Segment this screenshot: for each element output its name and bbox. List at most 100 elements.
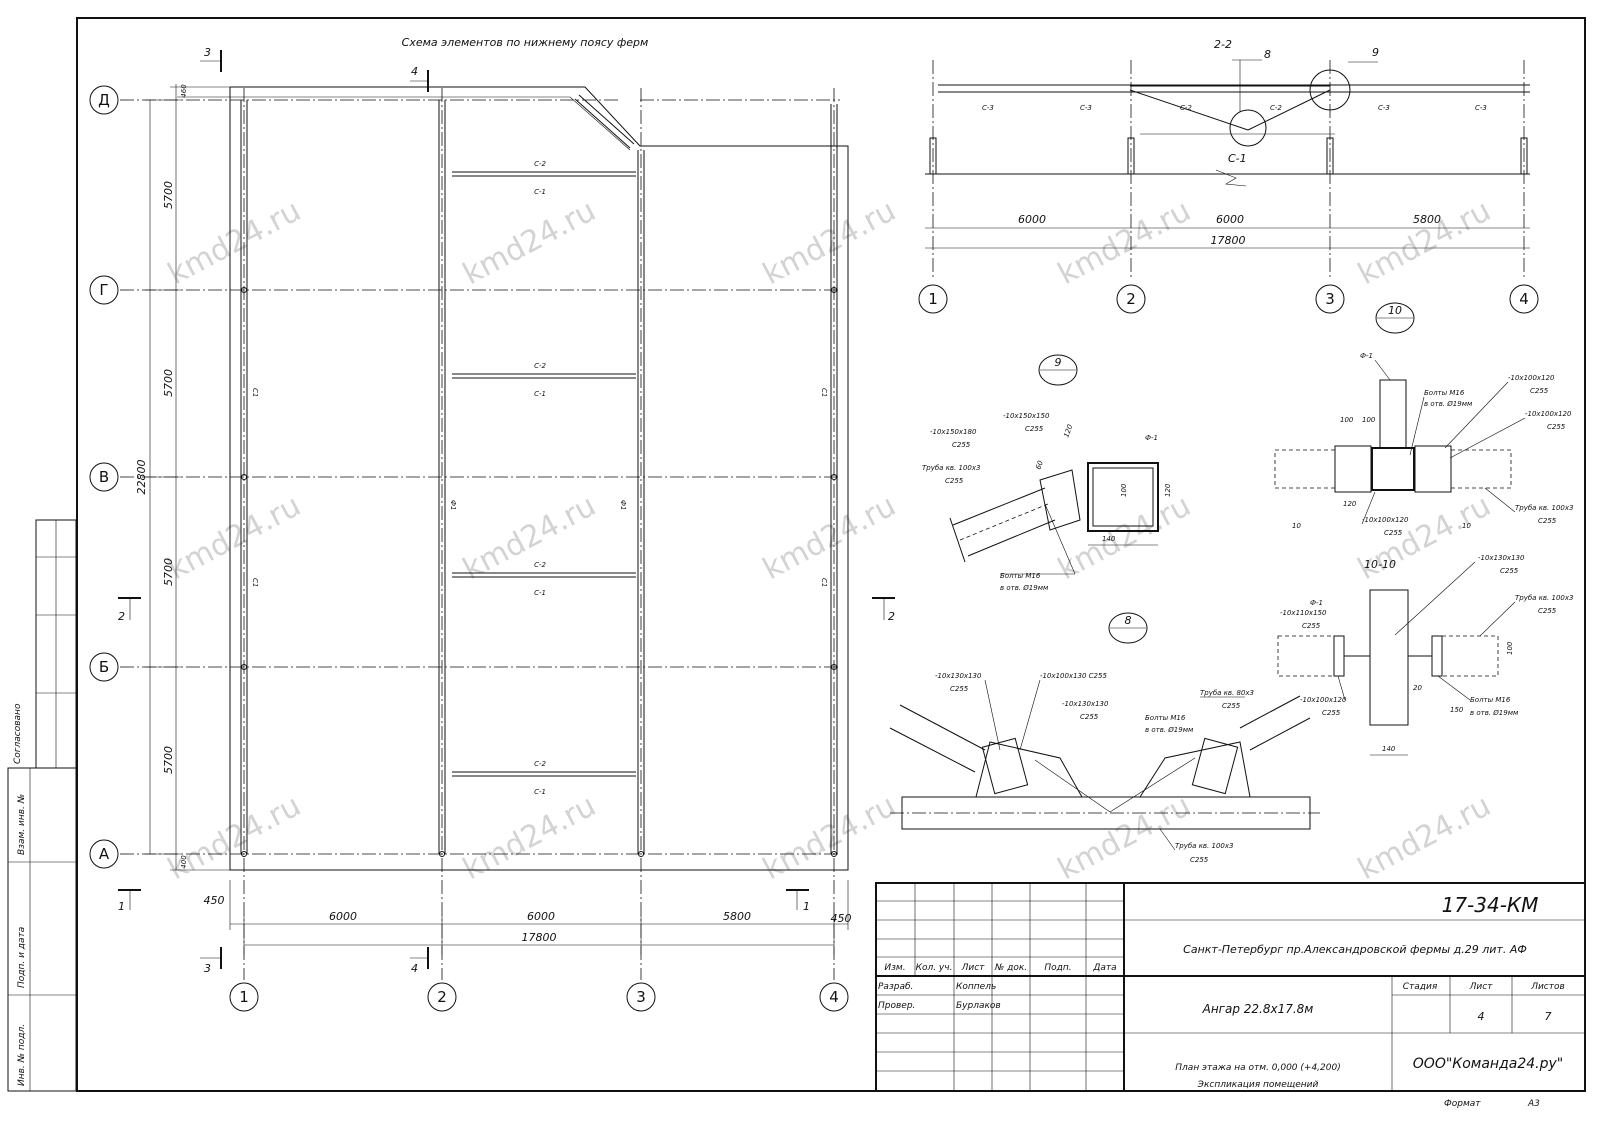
callout-9: 9 (1372, 46, 1379, 59)
node-8-callout: -10х130х130 (1062, 700, 1109, 708)
axis-label-g: Г (99, 281, 108, 299)
axis-bubble-2 (427, 982, 457, 1012)
section-mark-2: 2 (888, 610, 895, 623)
watermark: kmd24.ru (1352, 193, 1496, 292)
section-22-title: 2-2 (1214, 38, 1232, 51)
dim-total-x: 17800 (1211, 234, 1246, 247)
node-10-callout: -10х100х120 (1525, 410, 1572, 418)
dim-x: 5800 (723, 910, 751, 923)
tb-header-kol: Кол. уч. (916, 963, 953, 973)
watermark: kmd24.ru (162, 488, 306, 587)
node-10-dim: 100 (1340, 416, 1354, 424)
node-10-callout: С255 (1547, 423, 1566, 431)
node-10-callout: Труба кв. 100х3 (1515, 504, 1573, 512)
dim-edge-bottom: 400 (180, 855, 188, 869)
mark-c3: С-3 (982, 104, 994, 112)
node-10-callout: Ф-1 (1310, 599, 1323, 607)
node-8-callout: в отв. Ø19мм (1145, 726, 1194, 734)
node-10-dim: 10 (1462, 522, 1471, 530)
section-mark-3: 3 (204, 46, 211, 59)
node-10-callout: -10х100х120 (1300, 696, 1347, 704)
node-10-callout: С255 (1500, 567, 1519, 575)
mark-s1: С1 (820, 578, 828, 587)
watermark: kmd24.ru (757, 193, 901, 292)
mark-f1: Ф1 (449, 500, 457, 510)
node-8-callout: Труба кв. 80х3 (1200, 689, 1254, 697)
node-10-dim: 120 (1343, 500, 1357, 508)
plan-view: Схема элементов по нижнему поясу ферм С-… (89, 36, 895, 1012)
tb-header-izm: Изм. (884, 963, 905, 973)
tb-header-data: Дата (1092, 963, 1116, 973)
node-9-callout: С255 (945, 477, 964, 485)
tb-sheets-label: Листов (1530, 982, 1565, 992)
mark-c2: С-2 (1270, 104, 1282, 112)
axis-label-v: В (99, 468, 109, 486)
node-8-callout: -10х100х130 С255 (1040, 672, 1107, 680)
node-10-detail: 10 Ф-1 Болты М16 в отв. Ø19мм -10х100х12… (1274, 302, 1573, 756)
node-8-callout: С255 (1190, 856, 1209, 864)
tb-format: А3 (1527, 1099, 1540, 1109)
sign-date-label: Подп. и дата (17, 927, 27, 988)
axis-bubble-4 (819, 982, 849, 1012)
dim-edge-left: 450 (204, 894, 225, 907)
watermark: kmd24.ru (757, 488, 901, 587)
dim-total-y: 22800 (135, 460, 148, 495)
node-10-callout: С255 (1538, 607, 1557, 615)
node-9-callout: -10х150х180 (930, 428, 977, 436)
tb-sheet-name-2: Экспликация помещений (1197, 1080, 1319, 1090)
node-9-callout: Труба кв. 100х3 (922, 464, 980, 472)
section-mark-1: 1 (118, 900, 125, 913)
node-10-dim: 10 (1292, 522, 1301, 530)
horizontal-dimensions: 6000 6000 5800 17800 450 450 (204, 880, 852, 955)
title-block: Изм. Кол. уч. Лист № док. Подп. Дата Раз… (875, 882, 1586, 1109)
node-10-callout: в отв. Ø19мм (1470, 709, 1519, 717)
tb-header-podp: Подп. (1044, 963, 1071, 973)
watermark: kmd24.ru (1352, 488, 1496, 587)
node-10-callout: С255 (1322, 709, 1341, 717)
axis-label-3: 3 (1325, 290, 1335, 308)
axis-label-a: А (99, 845, 110, 863)
sheet-frame (76, 17, 1586, 1092)
mark-c2: С-2 (534, 362, 546, 370)
mark-s1: С1 (820, 388, 828, 397)
watermark: kmd24.ru (1052, 193, 1196, 292)
axis-label-b: Б (99, 658, 109, 676)
node-8-callout: С255 (950, 685, 969, 693)
mark-f1: Ф1 (619, 500, 627, 510)
node-8-callout: С255 (1222, 702, 1241, 710)
watermark: kmd24.ru (457, 788, 601, 887)
tb-sheet: 4 (1478, 1010, 1485, 1023)
watermark: kmd24.ru (162, 193, 306, 292)
node-8-callout: Труба кв. 100х3 (1175, 842, 1233, 850)
watermark: kmd24.ru (457, 193, 601, 292)
node-8-label: 8 (1125, 614, 1132, 627)
axis-label-4: 4 (829, 988, 839, 1006)
dim-edge-top: 460 (180, 84, 188, 98)
node-10-callout: Ф-1 (1360, 352, 1373, 360)
node-10-callout: Труба кв. 100х3 (1515, 594, 1573, 602)
dim-x: 6000 (527, 910, 555, 923)
node-10-callout: С255 (1384, 529, 1403, 537)
vertical-dimensions: 22800 5700 5700 5700 5700 460 400 (135, 84, 230, 871)
node-9-callout: -10х150х150 (1003, 412, 1050, 420)
section-markers: 3 4 3 4 2 2 1 1 (118, 46, 895, 975)
axis-bubble-4 (1509, 284, 1539, 314)
axis-bubble-b (89, 652, 119, 682)
watermark: kmd24.ru (457, 488, 601, 587)
node-8-callout: -10х130х130 (935, 672, 982, 680)
node-10-callout: -10х110х150 (1280, 609, 1327, 617)
section-mark-4: 4 (411, 962, 418, 975)
node-10-callout: Болты М16 (1470, 696, 1511, 704)
axis-label-3: 3 (636, 988, 646, 1006)
axis-label-4: 4 (1519, 290, 1529, 308)
watermark: kmd24.ru (162, 788, 306, 887)
node-9-callout: Болты М16 (1000, 572, 1041, 580)
node-10-callout: С255 (1530, 387, 1549, 395)
node-dots (241, 287, 837, 857)
node-10-dim: 20 (1413, 684, 1422, 692)
node-9-detail: 9 -10х150х180 С255 -10х150х150 С255 Труб… (922, 354, 1172, 592)
node-10-callout: С255 (1538, 517, 1557, 525)
node-8-detail: 8 -10х130х130 С255 -10х100х130 С255 -10х… (889, 612, 1320, 864)
node-9-dim: 120 (1062, 423, 1074, 439)
